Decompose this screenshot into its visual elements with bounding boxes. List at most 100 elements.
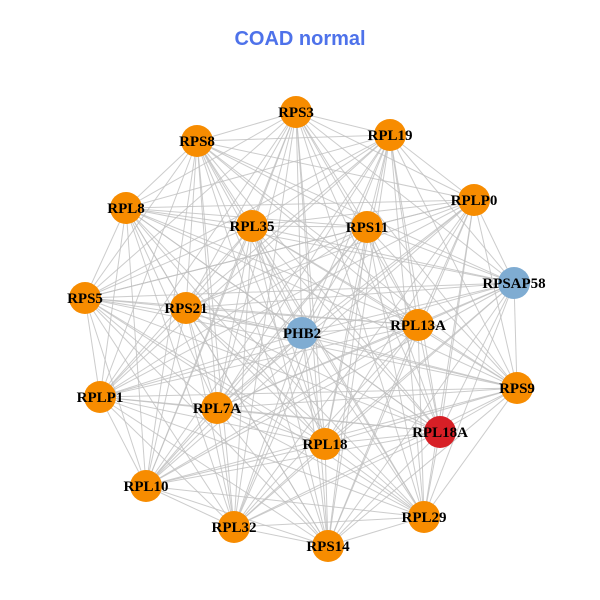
- edge-RPS9-RPLP1: [99, 387, 518, 398]
- node-label-RPS9: RPS9: [499, 381, 535, 397]
- node-RPS14: [312, 530, 344, 562]
- edge-PHB2-RPL18: [301, 332, 326, 445]
- edge-RPL19-RPLP1: [99, 134, 391, 398]
- edge-RPL8-RPS5: [84, 207, 127, 299]
- edge-RPS21-RPS14: [185, 307, 329, 547]
- edge-RPS8-RPS14: [196, 140, 329, 547]
- edge-RPL13A-RPS9: [417, 324, 518, 389]
- edge-RPS8-RPL7A: [196, 140, 218, 409]
- node-label-RPS5: RPS5: [67, 291, 103, 307]
- node-RPS9: [501, 372, 533, 404]
- edge-RPS21-RPL18: [185, 307, 326, 445]
- edge-RPLP0-RPL18: [324, 199, 475, 445]
- edge-RPL19-RPL13A: [389, 134, 419, 326]
- edge-RPL13A-RPS14: [327, 324, 419, 547]
- edge-RPLP1-RPL29: [99, 396, 425, 518]
- edge-RPLP1-RPS14: [99, 396, 329, 547]
- edge-RPS3-RPL8: [125, 111, 297, 209]
- edge-RPSAP58-RPS5: [84, 282, 515, 299]
- edge-RPL18A-RPL10: [145, 431, 441, 487]
- edge-RPL35-RPL10: [145, 225, 253, 487]
- node-label-RPLP0: RPLP0: [451, 193, 498, 209]
- edge-RPL8-RPL10: [125, 207, 147, 487]
- node-label-RPS14: RPS14: [306, 539, 350, 555]
- edge-RPL29-RPS14: [327, 516, 425, 547]
- node-RPS11: [351, 211, 383, 243]
- edge-RPS9-RPL18: [324, 387, 518, 445]
- edge-RPL35-RPSAP58: [251, 225, 515, 284]
- edge-RPS21-RPL18A: [185, 307, 441, 433]
- node-label-RPS21: RPS21: [164, 301, 207, 317]
- edge-RPS8-RPL8: [125, 140, 198, 209]
- node-PHB2: [286, 317, 318, 349]
- node-RPL29: [408, 501, 440, 533]
- edge-RPL19-RPL7A: [216, 134, 391, 409]
- node-label-RPL18: RPL18: [303, 437, 348, 453]
- edge-RPLP1-RPL32: [99, 396, 235, 528]
- edge-RPL13A-RPL10: [145, 324, 419, 487]
- edge-RPL19-RPS8: [196, 134, 391, 142]
- edge-RPS11-RPL29: [366, 226, 425, 518]
- edge-PHB2-RPL18A: [301, 332, 441, 433]
- edge-RPS3-RPLP1: [99, 111, 297, 398]
- edge-RPS11-RPLP1: [99, 226, 368, 398]
- edge-RPS8-RPL35: [196, 140, 253, 227]
- edge-RPS21-RPLP1: [99, 307, 187, 398]
- node-RPS21: [170, 292, 202, 324]
- node-label-RPL35: RPL35: [230, 219, 275, 235]
- edge-RPLP0-RPS9: [473, 199, 518, 389]
- edge-RPL29-RPL32: [233, 516, 425, 528]
- node-label-RPL32: RPL32: [212, 520, 257, 536]
- node-RPL32: [218, 511, 250, 543]
- edge-RPL18-RPL10: [145, 443, 326, 487]
- edge-RPS21-RPL7A: [185, 307, 218, 409]
- edge-PHB2-RPLP1: [99, 332, 303, 398]
- edge-RPL35-RPL29: [251, 225, 425, 518]
- nodes-layer: [69, 96, 533, 562]
- edge-RPS8-RPL18: [196, 140, 326, 445]
- node-RPL13A: [402, 309, 434, 341]
- edge-RPSAP58-RPL29: [423, 282, 515, 518]
- edge-RPL8-RPL29: [125, 207, 425, 518]
- edge-RPL7A-RPL10: [145, 407, 218, 487]
- node-RPL19: [374, 119, 406, 151]
- edge-RPL35-RPS11: [251, 225, 368, 228]
- edge-RPL8-RPL13A: [125, 207, 419, 326]
- edge-RPL19-RPS9: [389, 134, 518, 389]
- node-RPL18: [309, 428, 341, 460]
- edge-RPL18-RPL32: [233, 443, 326, 528]
- edge-RPS5-RPL18A: [84, 297, 441, 433]
- edge-PHB2-RPS9: [301, 332, 518, 389]
- edge-RPSAP58-RPL32: [233, 282, 515, 528]
- edge-RPS11-RPL32: [233, 226, 368, 528]
- edge-RPL19-RPL10: [145, 134, 391, 487]
- edge-RPL7A-RPL18A: [216, 407, 441, 433]
- edge-RPL8-RPL32: [125, 207, 235, 528]
- edge-RPLP0-RPL32: [233, 199, 475, 528]
- edge-RPL8-RPSAP58: [125, 207, 515, 284]
- edge-RPS3-RPSAP58: [295, 111, 515, 284]
- edge-RPS3-RPL18A: [295, 111, 441, 433]
- edge-RPS11-RPL10: [145, 226, 368, 487]
- node-RPL7A: [201, 392, 233, 424]
- node-RPL8: [110, 192, 142, 224]
- node-label-RPL18A: RPL18A: [412, 425, 468, 441]
- edge-RPS8-RPS5: [84, 140, 198, 299]
- edge-RPS11-RPS21: [185, 226, 368, 309]
- edge-RPL13A-RPL18A: [417, 324, 441, 433]
- edge-RPL10-RPL32: [145, 485, 235, 528]
- edge-RPL13A-RPLP1: [99, 324, 419, 398]
- edge-RPL35-RPS5: [84, 225, 253, 299]
- edge-RPL18-RPL29: [324, 443, 425, 518]
- edge-RPL19-RPS14: [327, 134, 391, 547]
- edge-RPS5-RPL18: [84, 297, 326, 445]
- edge-RPL13A-RPL29: [417, 324, 425, 518]
- edge-RPL19-RPLP0: [389, 134, 475, 201]
- edge-RPSAP58-PHB2: [301, 282, 515, 334]
- node-RPS5: [69, 282, 101, 314]
- edge-RPS8-RPL18A: [196, 140, 441, 433]
- edge-RPS11-PHB2: [301, 226, 368, 334]
- edge-RPL18A-RPL32: [233, 431, 441, 528]
- node-label-RPL10: RPL10: [124, 479, 169, 495]
